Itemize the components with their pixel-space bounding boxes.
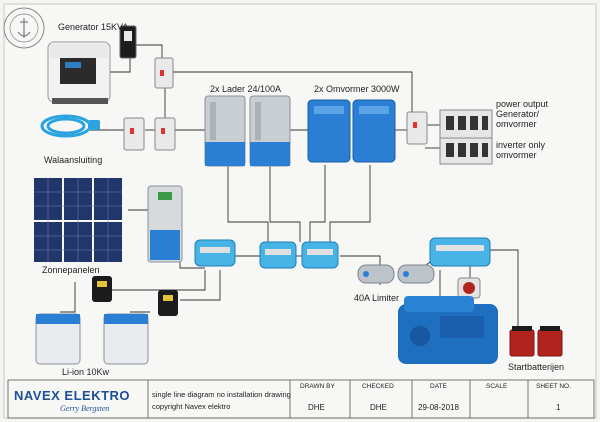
value-checked: DHE — [370, 403, 387, 412]
output-label-generator: power output Generator/ omvormer — [496, 99, 548, 129]
description-line-2: copyright Navex elektro — [152, 402, 231, 411]
header-drawn-by: DRAWN BY — [300, 383, 335, 390]
limiter-label: 40A Limiter — [354, 293, 400, 303]
output-label-inverter-line-2: omvormer — [496, 150, 537, 160]
inverter-units — [307, 99, 396, 163]
header-sheet-no: SHEET NO. — [536, 383, 571, 390]
value-date: 29-08-2018 — [418, 403, 459, 412]
description-line-1: single line diagram no installation draw… — [152, 390, 291, 399]
charger-units — [204, 95, 291, 167]
start-batteries-icon — [509, 326, 563, 357]
output-label-generator-line-2: Generator/ — [496, 109, 540, 119]
generator-remote-icon — [119, 25, 137, 59]
busbar-4-icon — [429, 237, 491, 267]
battery-switch-icon — [457, 277, 481, 299]
bms-1-icon — [92, 276, 112, 302]
limiter-units — [357, 264, 435, 284]
charger-label: 2x Lader 24/100A — [210, 84, 282, 94]
header-checked: CHECKED — [362, 383, 394, 390]
signature: Gerry Bergsten — [60, 404, 110, 413]
inverter-label: 2x Omvormer 3000W — [314, 84, 400, 94]
solar-controller-icon — [147, 185, 183, 263]
header-date: DATE — [430, 383, 447, 390]
company-name: NAVEX ELEKTRO — [14, 388, 131, 403]
bms-2-icon — [158, 290, 178, 316]
output-label-inverter: inverter only omvormer — [496, 140, 545, 160]
limiter-1-icon — [357, 264, 395, 284]
shore-power-label: Walaansluiting — [44, 155, 103, 165]
value-sheet-no: 1 — [556, 403, 561, 412]
limiter-2-icon — [397, 264, 435, 284]
title-block — [7, 379, 595, 419]
solar-panels-icon — [34, 178, 122, 262]
output-label-generator-line-3: omvormer — [496, 119, 537, 129]
battery-label: Li-ion 10Kw — [62, 367, 110, 377]
stamp-icon — [3, 7, 45, 49]
output-boards — [439, 109, 493, 165]
inverter-2-icon — [352, 99, 396, 163]
output-label-inverter-line-1: inverter only — [496, 140, 546, 150]
breaker-levers — [130, 70, 417, 134]
busbar-terminals — [200, 245, 484, 255]
engine-icon — [398, 296, 498, 364]
output-label-generator-line-1: power output — [496, 99, 549, 109]
solar-label: Zonnepanelen — [42, 265, 100, 275]
generator-label: Generator 15KVA — [58, 22, 129, 32]
inverter-1-icon — [307, 99, 351, 163]
header-scale: SCALE — [486, 383, 508, 390]
generator-icon — [47, 41, 111, 104]
li-ion-batteries — [35, 313, 149, 365]
value-drawn-by: DHE — [308, 403, 325, 412]
bms-displays — [97, 281, 173, 301]
start-battery-label: Startbatterijen — [508, 362, 565, 372]
shore-cable-icon — [40, 114, 100, 138]
